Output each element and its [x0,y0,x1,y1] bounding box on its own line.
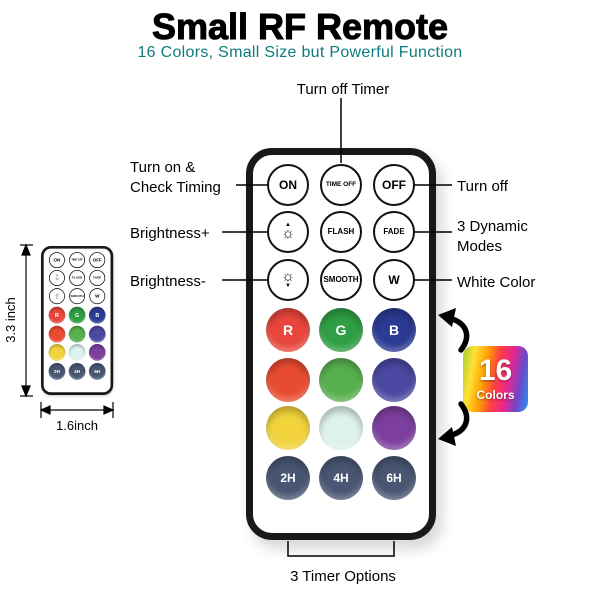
callout-dynamic-modes: 3 Dynamic Modes [457,217,528,257]
callout-brightness-plus: Brightness+ [130,225,210,242]
badge-label: Colors [476,388,515,402]
brightness-down-icon: ☼ ▼ [54,291,60,300]
white-color-button[interactable]: W [89,288,106,305]
page-title: Small RF Remote [151,6,449,48]
remote-row-5 [44,325,111,343]
brightness-up-button[interactable]: ▲ ☼ [48,269,65,286]
remote-row-1: ON TIME OFF OFF [44,252,111,269]
callout-timer-options: 3 Timer Options [290,568,396,585]
color-button[interactable] [48,344,66,361]
curved-arrow-icon [446,401,470,439]
red-button[interactable]: R [48,306,66,324]
color-button[interactable] [372,358,416,402]
callout-line: Check Timing [130,178,221,196]
dimension-arrow [21,243,31,256]
badge-number: 16 [478,354,513,387]
mini-remote-body: ON TIME OFF OFF ▲ ☼ FLASH FADE ☼ ▼ SMOOT… [41,246,114,395]
remote-row-2: ▲ ☼ FLASH FADE [44,269,111,286]
on-button[interactable]: ON [48,252,65,269]
callout-white-color: White Color [457,274,536,291]
gear-icon: ☼ [281,225,295,243]
off-button[interactable]: OFF [373,164,415,206]
remote-row-7: 2H 4H 6H [44,363,111,380]
dimension-arrow [103,405,115,415]
callout-turn-off-timer: Turn off Timer [296,81,390,98]
on-button[interactable]: ON [267,164,309,206]
smooth-button[interactable]: SMOOTH [69,288,86,305]
color-button[interactable] [88,344,106,361]
remote-row-6 [44,344,111,361]
callout-turn-off: Turn off [457,178,508,195]
blue-button[interactable]: B [372,308,416,352]
brightness-down-button[interactable]: ☼ ▼ [48,288,65,305]
time-off-button[interactable]: TIME OFF [69,252,86,269]
color-button[interactable] [266,358,310,402]
callout-line: Modes [457,237,503,255]
color-button[interactable] [68,344,86,361]
callout-line: 3 Dynamic [457,218,528,235]
color-button[interactable] [319,406,363,450]
color-button[interactable] [48,325,66,343]
off-button[interactable]: OFF [89,252,106,269]
callout-brightness-minus: Brightness- [130,273,206,290]
width-dimension-label: 1.6inch [56,418,98,433]
remote-row-4: R G B [44,306,111,324]
down-arrow-icon: ▼ [285,282,291,289]
curved-arrow-icon [446,315,470,353]
color-button[interactable] [88,325,106,343]
remote-row-5 [253,358,429,402]
brightness-up-icon: ▲ ☼ [281,221,295,243]
remote-row-3: ☼ ▼ SMOOTH W [253,259,429,301]
smooth-button[interactable]: SMOOTH [320,259,362,301]
dimension-arrow [39,405,51,415]
flash-button[interactable]: FLASH [69,269,86,286]
remote-body: ON TIME OFF OFF ▲ ☼ FLASH FADE ☼ ▼ SMOOT… [246,148,436,540]
time-off-button[interactable]: TIME OFF [320,164,362,206]
green-button[interactable]: G [319,308,363,352]
green-button[interactable]: G [68,306,86,324]
white-color-button[interactable]: W [373,259,415,301]
down-arrow-icon: ▼ [55,297,59,300]
curved-arrow-head-icon [438,427,456,446]
timer-6h-button[interactable]: 6H [88,363,106,380]
up-arrow-icon: ▲ [55,274,59,277]
callout-turn-on-check: Turn on & Check Timing [130,158,221,198]
brightness-down-button[interactable]: ☼ ▼ [267,259,309,301]
color-button[interactable] [319,358,363,402]
red-button[interactable]: R [266,308,310,352]
mini-remote: ON TIME OFF OFF ▲ ☼ FLASH FADE ☼ ▼ SMOOT… [41,246,114,396]
timer-2h-button[interactable]: 2H [48,363,66,380]
colors-badge: 16 Colors [463,346,528,412]
remote-row-6 [253,406,429,450]
flash-button[interactable]: FLASH [320,211,362,253]
brightness-up-button[interactable]: ▲ ☼ [267,211,309,253]
fade-button[interactable]: FADE [373,211,415,253]
timer-4h-button[interactable]: 4H [68,363,86,380]
brightness-down-icon: ☼ ▼ [281,267,295,289]
remote-row-2: ▲ ☼ FLASH FADE [253,211,429,253]
dimension-arrow [21,385,31,398]
up-arrow-icon: ▲ [285,221,291,228]
curved-arrow-head-icon [438,308,456,327]
timer-4h-button[interactable]: 4H [319,456,363,500]
brightness-up-icon: ▲ ☼ [54,274,59,281]
remote-row-3: ☼ ▼ SMOOTH W [44,288,111,305]
blue-button[interactable]: B [88,306,106,324]
remote-row-1: ON TIME OFF OFF [253,164,429,206]
gear-icon: ☼ [54,291,60,299]
gear-icon: ☼ [54,275,60,282]
fade-button[interactable]: FADE [89,269,106,286]
color-button[interactable] [372,406,416,450]
height-dimension-label: 3.3 inch [3,297,18,343]
color-button[interactable] [266,406,310,450]
timer-bracket [287,541,395,557]
color-button[interactable] [68,325,86,343]
page-subtitle: 16 Colors, Small Size but Powerful Funct… [137,44,463,61]
remote-row-7: 2H 4H 6H [253,456,429,500]
timer-6h-button[interactable]: 6H [372,456,416,500]
remote-row-4: R G B [253,308,429,352]
gear-icon: ☼ [281,267,295,285]
timer-2h-button[interactable]: 2H [266,456,310,500]
callout-line: Turn on & [130,159,196,176]
